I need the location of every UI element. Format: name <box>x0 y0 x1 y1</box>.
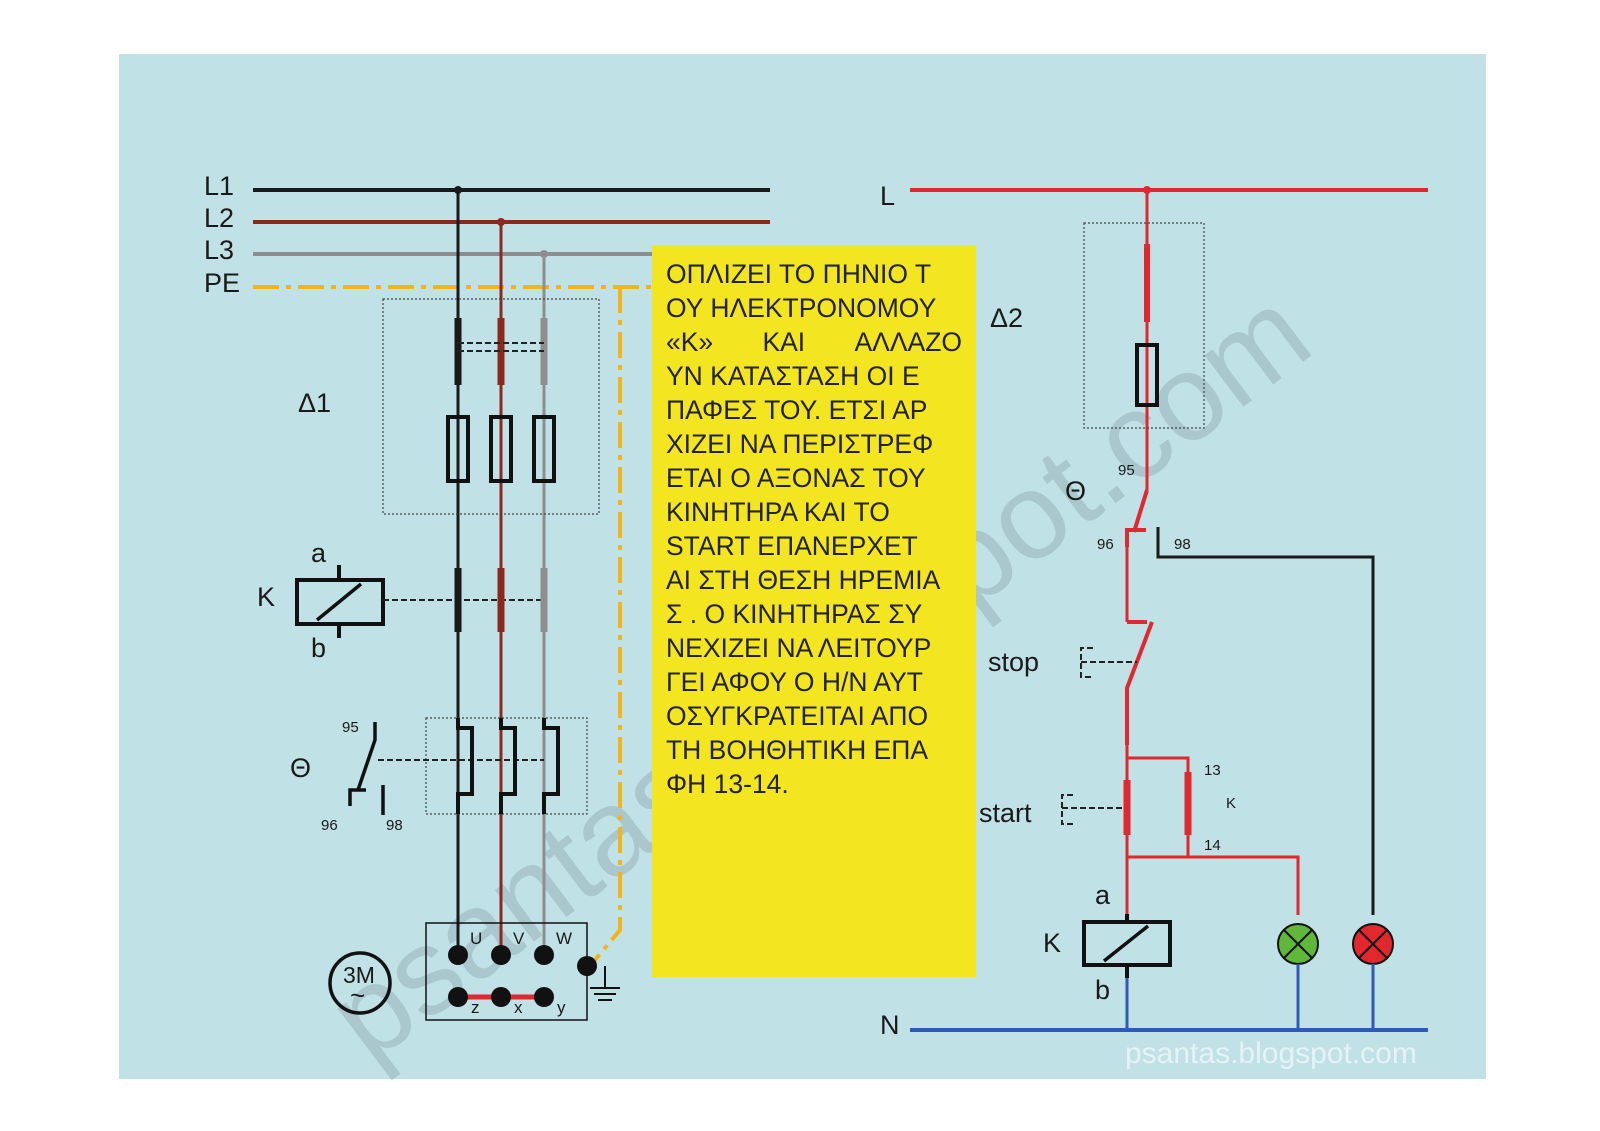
note-line: «Κ» ΚΑΙ ΑΛΛΑΖΟ <box>666 325 962 359</box>
l2-junction <box>497 218 505 226</box>
note-line: ΠΑΦΕΣ ΤΟΥ. ΕΤΣΙ ΑΡ <box>666 395 928 425</box>
fuse-box-d2 <box>1083 222 1205 429</box>
terminal-z: z <box>471 998 480 1017</box>
overload-terminal-96: 96 <box>321 817 338 834</box>
l3-junction <box>540 250 548 258</box>
note-line: ΟΣΥΓΚΡΑΤΕΙΤΑΙ ΑΠΟ <box>666 701 929 731</box>
stop-button-contact <box>1125 620 1154 745</box>
line-label-l: L <box>880 181 895 211</box>
control-overload-98: 98 <box>1174 536 1191 553</box>
aux-terminal-14: 14 <box>1204 837 1221 854</box>
explanation-note: ΟΠΛΙΖΕΙ ΤΟ ΠΗΝΙΟ Τ ΟΥ ΗΛΕΚΤΡΟΝΟΜΟΥ «Κ» Κ… <box>652 245 976 977</box>
thermal-element-l3 <box>542 718 560 814</box>
bottom-watermark: psantas.blogspot.com <box>1125 1037 1417 1070</box>
note-line: ΕΤΑΙ Ο ΑΞΟΝΑΣ ΤΟΥ <box>666 463 926 493</box>
motor-symbol <box>328 951 392 1015</box>
l3-label: L3 <box>204 235 234 265</box>
fuse-l1 <box>446 415 470 483</box>
note-line: ΤΗ ΒΟΗΘΗΤΙΚΗ ΕΠΑ <box>666 735 929 765</box>
thermal-element-l1 <box>456 718 474 814</box>
overload-contact <box>348 722 385 815</box>
note-line: ΝΕΧΙΖΕΙ ΝΑ ΛΕΙΤΟΥΡ <box>666 633 932 663</box>
fuse-box-d1 <box>382 298 600 515</box>
l1-junction <box>454 186 462 194</box>
pe-label: PE <box>204 268 240 298</box>
control-overload-95: 95 <box>1118 462 1135 479</box>
contactor-coil-k <box>295 578 385 626</box>
control-overload-label: Θ <box>1065 476 1086 506</box>
l1-label: L1 <box>204 171 234 201</box>
neutral-label-n: N <box>880 1010 900 1040</box>
note-word: ΑΛΛΑΖΟ <box>854 327 962 357</box>
aux-contact-label: K <box>1226 795 1236 812</box>
control-circuit: L N Δ2 Θ 95 96 98 stop start 13 K 14 <box>880 181 1428 1040</box>
terminal-v: V <box>513 929 525 948</box>
note-line: ΚΙΝΗΤΗΡΑ ΚΑΙ ΤΟ <box>666 497 890 527</box>
note-line: ΟΠΛΙΖΕΙ ΤΟ ΠΗΝΙΟ Τ <box>666 259 932 289</box>
fuse-label-d2: Δ2 <box>990 303 1023 333</box>
control-fuse <box>1135 343 1159 407</box>
overload-terminal-98: 98 <box>386 817 403 834</box>
overload-box <box>425 717 588 815</box>
terminal-w: W <box>556 929 572 948</box>
aux-terminal-13: 13 <box>1204 762 1221 779</box>
contactor-coil-label: K <box>257 582 275 612</box>
motor-ac-icon: ~ <box>350 980 365 1010</box>
stop-actuator <box>1080 647 1137 678</box>
control-coil-terminal-b: b <box>1095 975 1110 1005</box>
ground-icon <box>590 966 620 1001</box>
motor-label: 3M <box>343 962 375 988</box>
note-line: ΥΝ ΚΑΤΑΣΤΑΣΗ ΟΙ Ε <box>666 361 920 391</box>
thermal-element-l2 <box>499 718 517 814</box>
power-circuit: L1 L2 L3 PE Δ1 K a b <box>204 171 770 1021</box>
control-coil-terminal-a: a <box>1095 880 1111 910</box>
overload-terminal-95: 95 <box>342 719 359 736</box>
note-line: ΑΙ ΣΤΗ ΘΕΣΗ ΗΡΕΜΙΑ <box>666 565 941 595</box>
control-overload-contact <box>1125 489 1149 547</box>
terminal-y: y <box>557 998 566 1017</box>
note-line: Σ . Ο ΚΙΝΗΤΗΡΑΣ ΣΥ <box>666 599 923 629</box>
note-line: ΦΗ 13-14. <box>666 769 789 799</box>
note-line: START ΕΠΑΝΕΡΧΕΤ <box>666 531 918 561</box>
control-coil-label: K <box>1043 928 1061 958</box>
note-word: «Κ» <box>666 327 714 357</box>
terminal-u: U <box>470 929 482 948</box>
coil-terminal-a: a <box>311 538 327 568</box>
start-button-label: start <box>979 798 1032 828</box>
stop-button-label: stop <box>988 647 1039 677</box>
overload-label: Θ <box>290 753 311 783</box>
control-overload-96: 96 <box>1097 536 1114 553</box>
fuse-l2 <box>489 415 513 483</box>
note-line: ΟΥ ΗΛΕΚΤΡΟΝΟΜΟΥ <box>666 293 937 323</box>
note-word: ΚΑΙ <box>762 327 806 357</box>
fuse-l3 <box>532 415 556 483</box>
start-actuator <box>1061 794 1124 825</box>
pe-terminal <box>577 956 597 976</box>
note-line: ΓΕΙ ΑΦΟΥ Ο Η/Ν ΑΥΤ <box>666 667 923 697</box>
l2-label: L2 <box>204 203 234 233</box>
fuse-label-d1: Δ1 <box>298 388 331 418</box>
pe-conductor <box>588 287 622 968</box>
note-line: ΧΙΖΕΙ ΝΑ ΠΕΡΙΣΤΡΕΦ <box>666 429 934 459</box>
terminal-x: x <box>514 998 523 1017</box>
coil-terminal-b: b <box>311 633 326 663</box>
